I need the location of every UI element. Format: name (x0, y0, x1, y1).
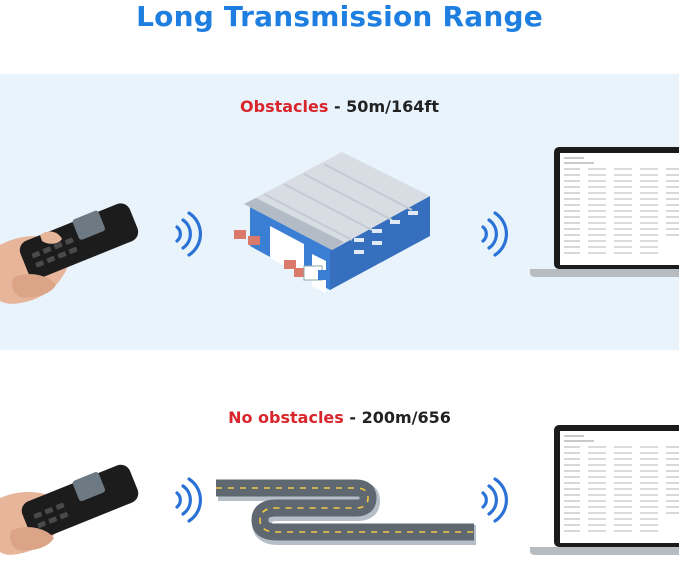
obstacles-label: Obstacles (240, 97, 329, 116)
hand-scanner-icon (0, 203, 139, 304)
page-title: Long Transmission Range (136, 0, 543, 33)
signal-waves-icon (175, 477, 203, 523)
no-obstacles-label: No obstacles (228, 408, 344, 427)
signal-waves-icon (481, 211, 509, 257)
signal-waves-icon (481, 477, 509, 523)
road-icon (216, 479, 476, 545)
no-obstacles-caption: No obstacles - 200m/656 (0, 408, 679, 427)
signal-waves-icon (175, 211, 203, 257)
warehouse-icon (234, 152, 430, 293)
laptop-icon (530, 425, 679, 555)
hand-scanner-icon (0, 464, 139, 555)
obstacles-range: - 50m/164ft (328, 97, 439, 116)
no-obstacles-range: - 200m/656 (343, 408, 451, 427)
obstacles-caption: Obstacles - 50m/164ft (0, 97, 679, 116)
laptop-icon (530, 147, 679, 277)
